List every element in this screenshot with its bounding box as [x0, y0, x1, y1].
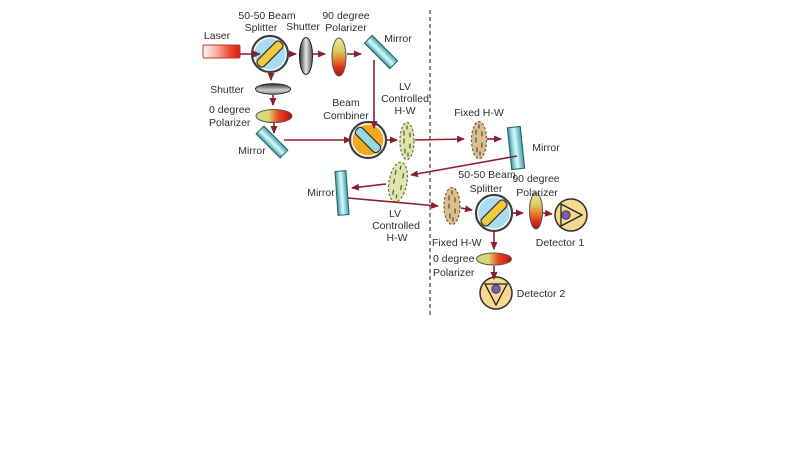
fixed-hw-1-texture [475, 124, 483, 156]
beam-combiner [348, 120, 388, 160]
polarizer-90-1 [331, 37, 347, 77]
fixed-hw-2-texture [448, 190, 456, 222]
detector-1 [554, 198, 588, 232]
pol0-2-label-line2: Polarizer [433, 267, 475, 279]
laser-label: Laser [204, 30, 231, 42]
beam-splitter-1 [250, 34, 290, 74]
pol90-2-label-line1: 90 degree [512, 173, 559, 185]
laser [202, 44, 241, 59]
detector-1-body [554, 198, 588, 232]
mirror-left [255, 125, 289, 159]
beam-lvhw2-to-mirror-middle [351, 183, 387, 191]
mirror-middle [334, 170, 350, 216]
lvhw2-label-line2: Controlled [372, 220, 420, 232]
detector-2-sensor-cone [483, 283, 509, 307]
mirror-right-glass [506, 125, 526, 171]
fixedhw1-label: Fixed H-W [454, 107, 504, 119]
mirror-right-label: Mirror [532, 142, 560, 154]
mirror-top [363, 34, 399, 70]
pol0-1-label-line2: Polarizer [209, 117, 251, 129]
mirror-middle-glass [334, 170, 350, 216]
pol90-2-label-line2: Polarizer [516, 187, 558, 199]
fixed-hw-1-plate [470, 120, 488, 160]
lvhw1-label-line2: Controlled [381, 93, 429, 105]
lv-controlled-hw-1-texture [403, 125, 411, 157]
mirror-left-glass [255, 125, 289, 159]
detector-1-sensor-cone [560, 202, 584, 228]
shutter-1-label: Shutter [286, 21, 320, 33]
pol0-1-label-line1: 0 degree [209, 104, 251, 116]
fixed-hw-1 [470, 120, 488, 160]
polarizer-0-1 [255, 109, 293, 123]
detector-2-sensor-dot [491, 284, 501, 294]
mirror-top-glass [363, 34, 399, 70]
beam-splitter-1-plate [256, 40, 284, 68]
detector-1-label: Detector 1 [536, 237, 585, 249]
lv-controlled-hw-1 [399, 121, 415, 161]
lv-controlled-hw-2 [387, 161, 409, 203]
shutter-2 [255, 83, 291, 95]
beam-paths [240, 50, 553, 280]
fixed-hw-2 [443, 186, 461, 226]
bs1-label-line1: 50-50 Beam [238, 10, 295, 22]
mirror-right [506, 125, 526, 171]
fixedhw2-label: Fixed H-W [432, 237, 482, 249]
beam-fixedhw2-to-bs2 [460, 205, 473, 213]
mirror-middle-label: Mirror [307, 187, 335, 199]
pol90-1-label-line1: 90 degree [322, 10, 369, 22]
laser-body [202, 44, 241, 59]
shutter-2-label: Shutter [210, 84, 244, 96]
detector-1-sensor-dot [561, 210, 571, 220]
beam-mirror-right-to-lvhw2 [410, 155, 518, 178]
lvhw2-label-line1: LV [389, 208, 401, 220]
lv-controlled-hw-2-plate [387, 161, 409, 203]
lvhw2-label-line3: H-W [387, 232, 408, 244]
beam-splitter-2-plate [480, 199, 508, 227]
lvhw1-label-line1: LV [399, 81, 411, 93]
fixed-hw-2-plate [443, 186, 461, 226]
lv-controlled-hw-2-texture [392, 165, 405, 199]
detector-2 [479, 276, 513, 310]
detector-2-label: Detector 2 [517, 288, 566, 300]
pol90-1-label-line2: Polarizer [325, 22, 367, 34]
shutter-1 [299, 37, 313, 75]
beam-mirror-middle-to-fixedhw2 [347, 197, 439, 209]
beam-pol90-2-to-detector1 [542, 209, 553, 217]
mirror-top-label: Mirror [384, 33, 412, 45]
bs2-label-line1: 50-50 Beam [458, 169, 515, 181]
beam-combiner-plate [354, 126, 382, 154]
pol0-2-label-line1: 0 degree [433, 253, 475, 265]
combiner-label-line1: Beam [332, 97, 360, 109]
polarizer-0-2 [476, 252, 512, 266]
polarizer-90-2 [529, 192, 543, 230]
combiner-label-line2: Combiner [323, 110, 369, 122]
beam-splitter-2 [474, 193, 514, 233]
mirror-left-label: Mirror [238, 145, 266, 157]
bs1-label-line2: Splitter [245, 22, 278, 34]
lvhw1-label-line3: H-W [395, 105, 416, 117]
bs2-label-line2: Splitter [470, 183, 503, 195]
beam-lvhw1-to-fixedhw1 [414, 135, 465, 143]
